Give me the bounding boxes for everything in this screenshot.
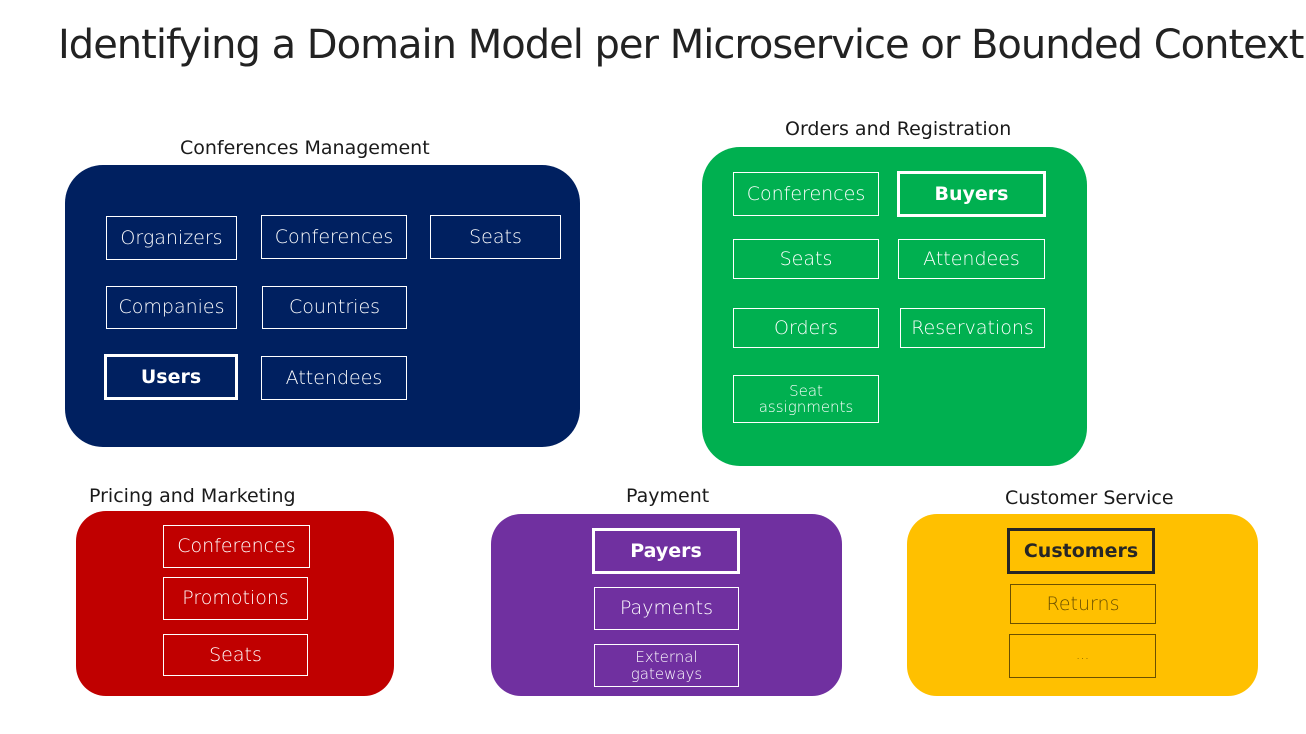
entity-users-aggregate-root: Users — [104, 354, 238, 400]
context-label-pricing-marketing: Pricing and Marketing — [89, 485, 296, 507]
entity-orders: Orders — [733, 308, 879, 348]
context-customer-service: Customers Returns ... — [907, 514, 1258, 696]
entity-seats: Seats — [733, 239, 879, 279]
context-pricing-marketing: Conferences Promotions Seats — [76, 511, 394, 696]
entity-seats: Seats — [163, 634, 308, 676]
context-conferences-management: Organizers Conferences Seats Companies C… — [65, 165, 580, 447]
entity-attendees: Attendees — [261, 356, 407, 400]
entity-payers-aggregate-root: Payers — [592, 528, 740, 574]
entity-companies: Companies — [106, 286, 237, 329]
entity-reservations: Reservations — [900, 308, 1045, 348]
context-payment: Payers Payments External gateways — [491, 514, 842, 696]
context-label-conferences-management: Conferences Management — [180, 137, 430, 159]
entity-conferences: Conferences — [163, 525, 310, 568]
context-label-payment: Payment — [626, 485, 710, 507]
entity-conferences: Conferences — [733, 172, 879, 216]
page-title: Identifying a Domain Model per Microserv… — [58, 22, 1304, 68]
context-orders-registration: Conferences Buyers Seats Attendees Order… — [702, 147, 1087, 466]
entity-ellipsis: ... — [1009, 634, 1156, 678]
entity-external-gateways: External gateways — [594, 644, 739, 687]
context-label-orders-registration: Orders and Registration — [785, 118, 1012, 140]
entity-countries: Countries — [262, 286, 407, 329]
entity-customers-aggregate-root: Customers — [1007, 528, 1155, 574]
entity-promotions: Promotions — [163, 577, 308, 620]
context-label-customer-service: Customer Service — [1005, 487, 1174, 509]
entity-conferences: Conferences — [261, 215, 407, 259]
entity-seats: Seats — [430, 215, 561, 259]
entity-seat-assignments: Seat assignments — [733, 375, 879, 423]
entity-payments: Payments — [594, 587, 739, 630]
entity-buyers-aggregate-root: Buyers — [897, 171, 1046, 217]
entity-attendees: Attendees — [898, 239, 1045, 279]
entity-organizers: Organizers — [106, 216, 237, 260]
entity-returns: Returns — [1010, 584, 1156, 624]
